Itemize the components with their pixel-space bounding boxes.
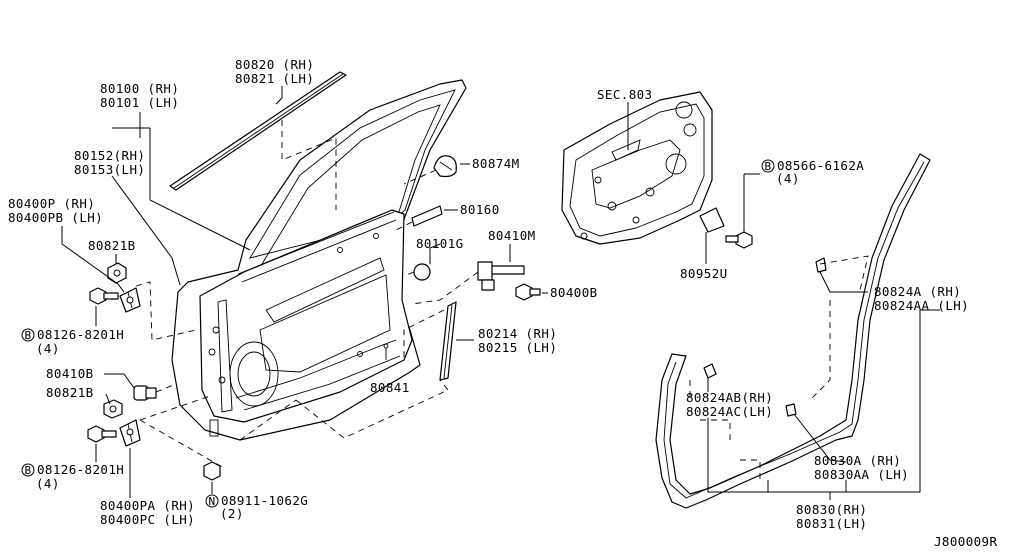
lower-hinge: [119, 419, 141, 447]
label-80400PA: 80400PA (RH): [100, 498, 195, 513]
bolt-prefix-letter: B: [25, 329, 32, 342]
bolt-80400B: [515, 283, 541, 301]
label-80821B-bottom: 80821B: [46, 385, 94, 400]
label-08126-top: 08126-8201H: [37, 327, 124, 342]
label-80874M: 80874M: [472, 156, 520, 171]
label-80400PC: 80400PC (LH): [100, 512, 195, 527]
lower-hinge-bolt: [87, 425, 117, 443]
label-80101: 80101 (LH): [100, 95, 179, 110]
bolt-prefix-letter-3: B: [765, 160, 772, 173]
bolt-prefix-icon-3: B: [761, 159, 775, 173]
plug-80101G: [413, 263, 431, 281]
label-08911-qty: (2): [220, 506, 244, 521]
label-80821: 80821 (LH): [235, 71, 314, 86]
clip-80824AC: [785, 403, 797, 417]
label-80152: 80152(RH): [74, 148, 145, 163]
label-08126-bottom: 08126-8201H: [37, 462, 124, 477]
upper-hinge-nut: [107, 262, 127, 284]
body-side-weatherstrip: [655, 153, 931, 509]
label-80841: 80841: [370, 380, 410, 395]
strip-80160: [411, 205, 443, 227]
bolt-prefix-icon-2: B: [21, 463, 35, 477]
clip-80824AB: [703, 363, 717, 379]
label-sec803: SEC.803: [597, 87, 652, 102]
bracket-80952U: [699, 207, 725, 233]
label-80153: 80153(LH): [74, 162, 145, 177]
label-80824AC: 80824AC(LH): [686, 404, 773, 419]
label-80160: 80160: [460, 202, 500, 217]
label-80400P: 80400P (RH): [8, 196, 95, 211]
label-08566-qty: (4): [776, 171, 800, 186]
clip-80824A: [815, 257, 827, 273]
hinge-pin-nut: [203, 461, 221, 481]
bolt-prefix-icon: B: [21, 328, 35, 342]
label-80824AA: 80824AA (LH): [874, 298, 969, 313]
label-80215: 80215 (LH): [478, 340, 557, 355]
lower-hinge-nut: [103, 399, 123, 419]
label-80820: 80820 (RH): [235, 57, 314, 72]
label-08911: 08911-1062G: [221, 493, 308, 508]
label-80831: 80831(LH): [796, 516, 867, 531]
door-outer-weatherstrip: [169, 71, 347, 191]
upper-hinge-bolt: [89, 287, 119, 305]
label-80952U: 80952U: [680, 266, 728, 281]
door-check-80410M: [477, 261, 525, 291]
label-80410M: 80410M: [488, 228, 536, 243]
label-80100: 80100 (RH): [100, 81, 179, 96]
sash-80214: [439, 301, 457, 381]
label-80410B: 80410B: [46, 366, 94, 381]
label-80101G: 80101G: [416, 236, 464, 251]
front-door-panel: [171, 79, 467, 441]
label-80400PB: 80400PB (LH): [8, 210, 103, 225]
leader-lines: [61, 86, 940, 500]
label-80824AB: 80824AB(RH): [686, 390, 773, 405]
door-check-stopper: [133, 385, 157, 401]
bolt-08566: [725, 231, 753, 249]
label-80400B: 80400B: [550, 285, 598, 300]
label-08126-bottom-qty: (4): [36, 476, 60, 491]
diagram-id: J800009R: [934, 534, 997, 549]
label-80830A: 80830A (RH): [814, 453, 901, 468]
clip-80841: [383, 343, 389, 360]
label-80214: 80214 (RH): [478, 326, 557, 341]
label-80824A: 80824A (RH): [874, 284, 961, 299]
upper-hinge: [119, 287, 141, 313]
label-08126-top-qty: (4): [36, 341, 60, 356]
nut-prefix-icon: N: [205, 494, 219, 508]
grommet-80874M: [433, 155, 457, 178]
bolt-prefix-letter-2: B: [25, 464, 32, 477]
nut-prefix-letter: N: [209, 495, 216, 508]
label-80830: 80830(RH): [796, 502, 867, 517]
label-80830AA: 80830AA (LH): [814, 467, 909, 482]
label-08566: 08566-6162A: [777, 158, 864, 173]
door-module-sec803: [561, 91, 713, 245]
label-80821B-top: 80821B: [88, 238, 136, 253]
part-labels: 80820 (RH) 80821 (LH) 80100 (RH) 80101 (…: [8, 57, 997, 549]
